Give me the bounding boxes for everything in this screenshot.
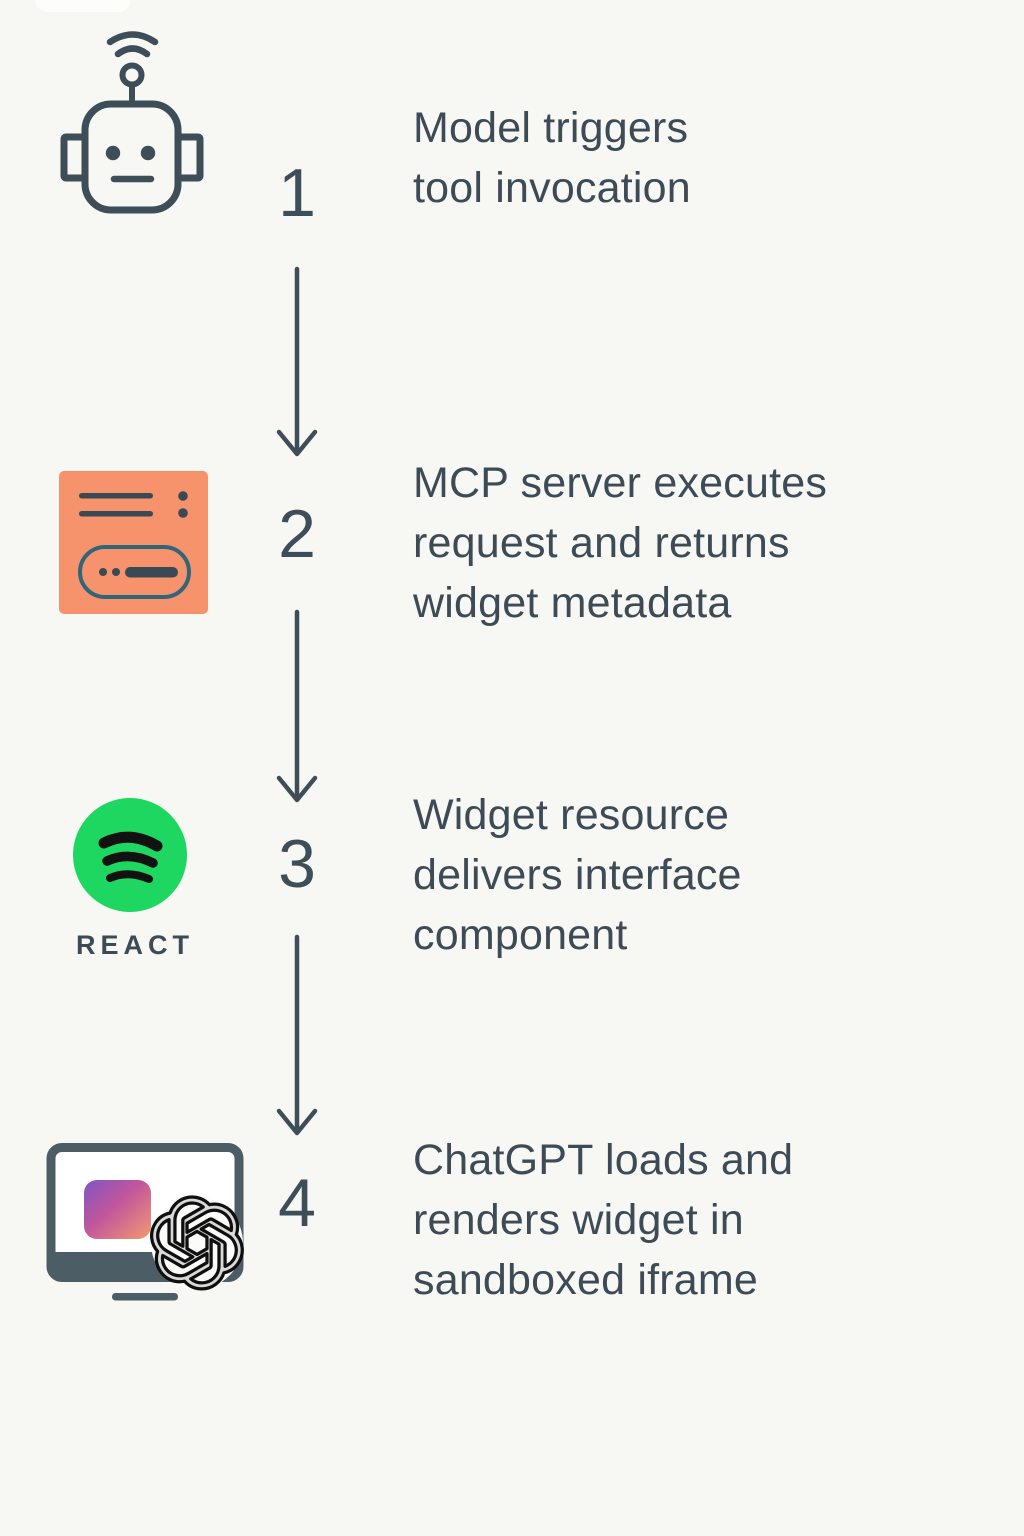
step-2-text: MCP server executes request and returns …: [413, 453, 827, 633]
step-number-3: 3: [278, 826, 316, 902]
step-3-text: Widget resource delivers interface compo…: [413, 785, 742, 965]
step-text-line: component: [413, 911, 628, 959]
widget-gradient-thumbnail: [84, 1180, 151, 1239]
step-text-line: widget metadata: [413, 579, 732, 627]
step-text-line: tool invocation: [413, 164, 691, 212]
arrow-down-icon: [276, 266, 318, 457]
server-pill: [78, 545, 191, 599]
robot-right-eye: [140, 145, 156, 161]
wifi-inner-arc: [114, 45, 151, 58]
robot-head: [81, 100, 182, 214]
robot-left-eye: [105, 145, 121, 161]
step-text-line: delivers interface: [413, 851, 742, 899]
step-text-line: request and returns: [413, 519, 790, 567]
step-1-text: Model triggers tool invocation: [413, 98, 691, 218]
step-number-4: 4: [278, 1165, 316, 1241]
chatgpt-sandbox-icon: [46, 1143, 244, 1301]
step-number-1: 1: [278, 155, 316, 231]
step-number-2: 2: [278, 496, 316, 572]
react-label: REACT: [76, 930, 194, 960]
robot-icon: [60, 31, 204, 214]
step-text-line: sandboxed iframe: [413, 1256, 759, 1304]
openai-logo-icon: [150, 1195, 244, 1291]
step-4-text: ChatGPT loads and renders widget in sand…: [413, 1130, 793, 1310]
wifi-outer-arc: [106, 31, 159, 46]
step-text-line: Model triggers: [413, 104, 689, 152]
arrow-down-icon: [276, 609, 318, 803]
partial-tab-shape: [35, 0, 131, 12]
step-text-line: ChatGPT loads and: [413, 1136, 794, 1184]
spotify-icon: [73, 798, 187, 912]
step-text-line: renders widget in: [413, 1196, 744, 1244]
mcp-server-icon: [59, 471, 208, 614]
step-text-line: Widget resource: [413, 791, 730, 839]
arrow-down-icon: [276, 934, 318, 1136]
laptop-base-line: [112, 1293, 178, 1301]
server-card: [59, 471, 208, 614]
step-text-line: MCP server executes: [413, 459, 828, 507]
